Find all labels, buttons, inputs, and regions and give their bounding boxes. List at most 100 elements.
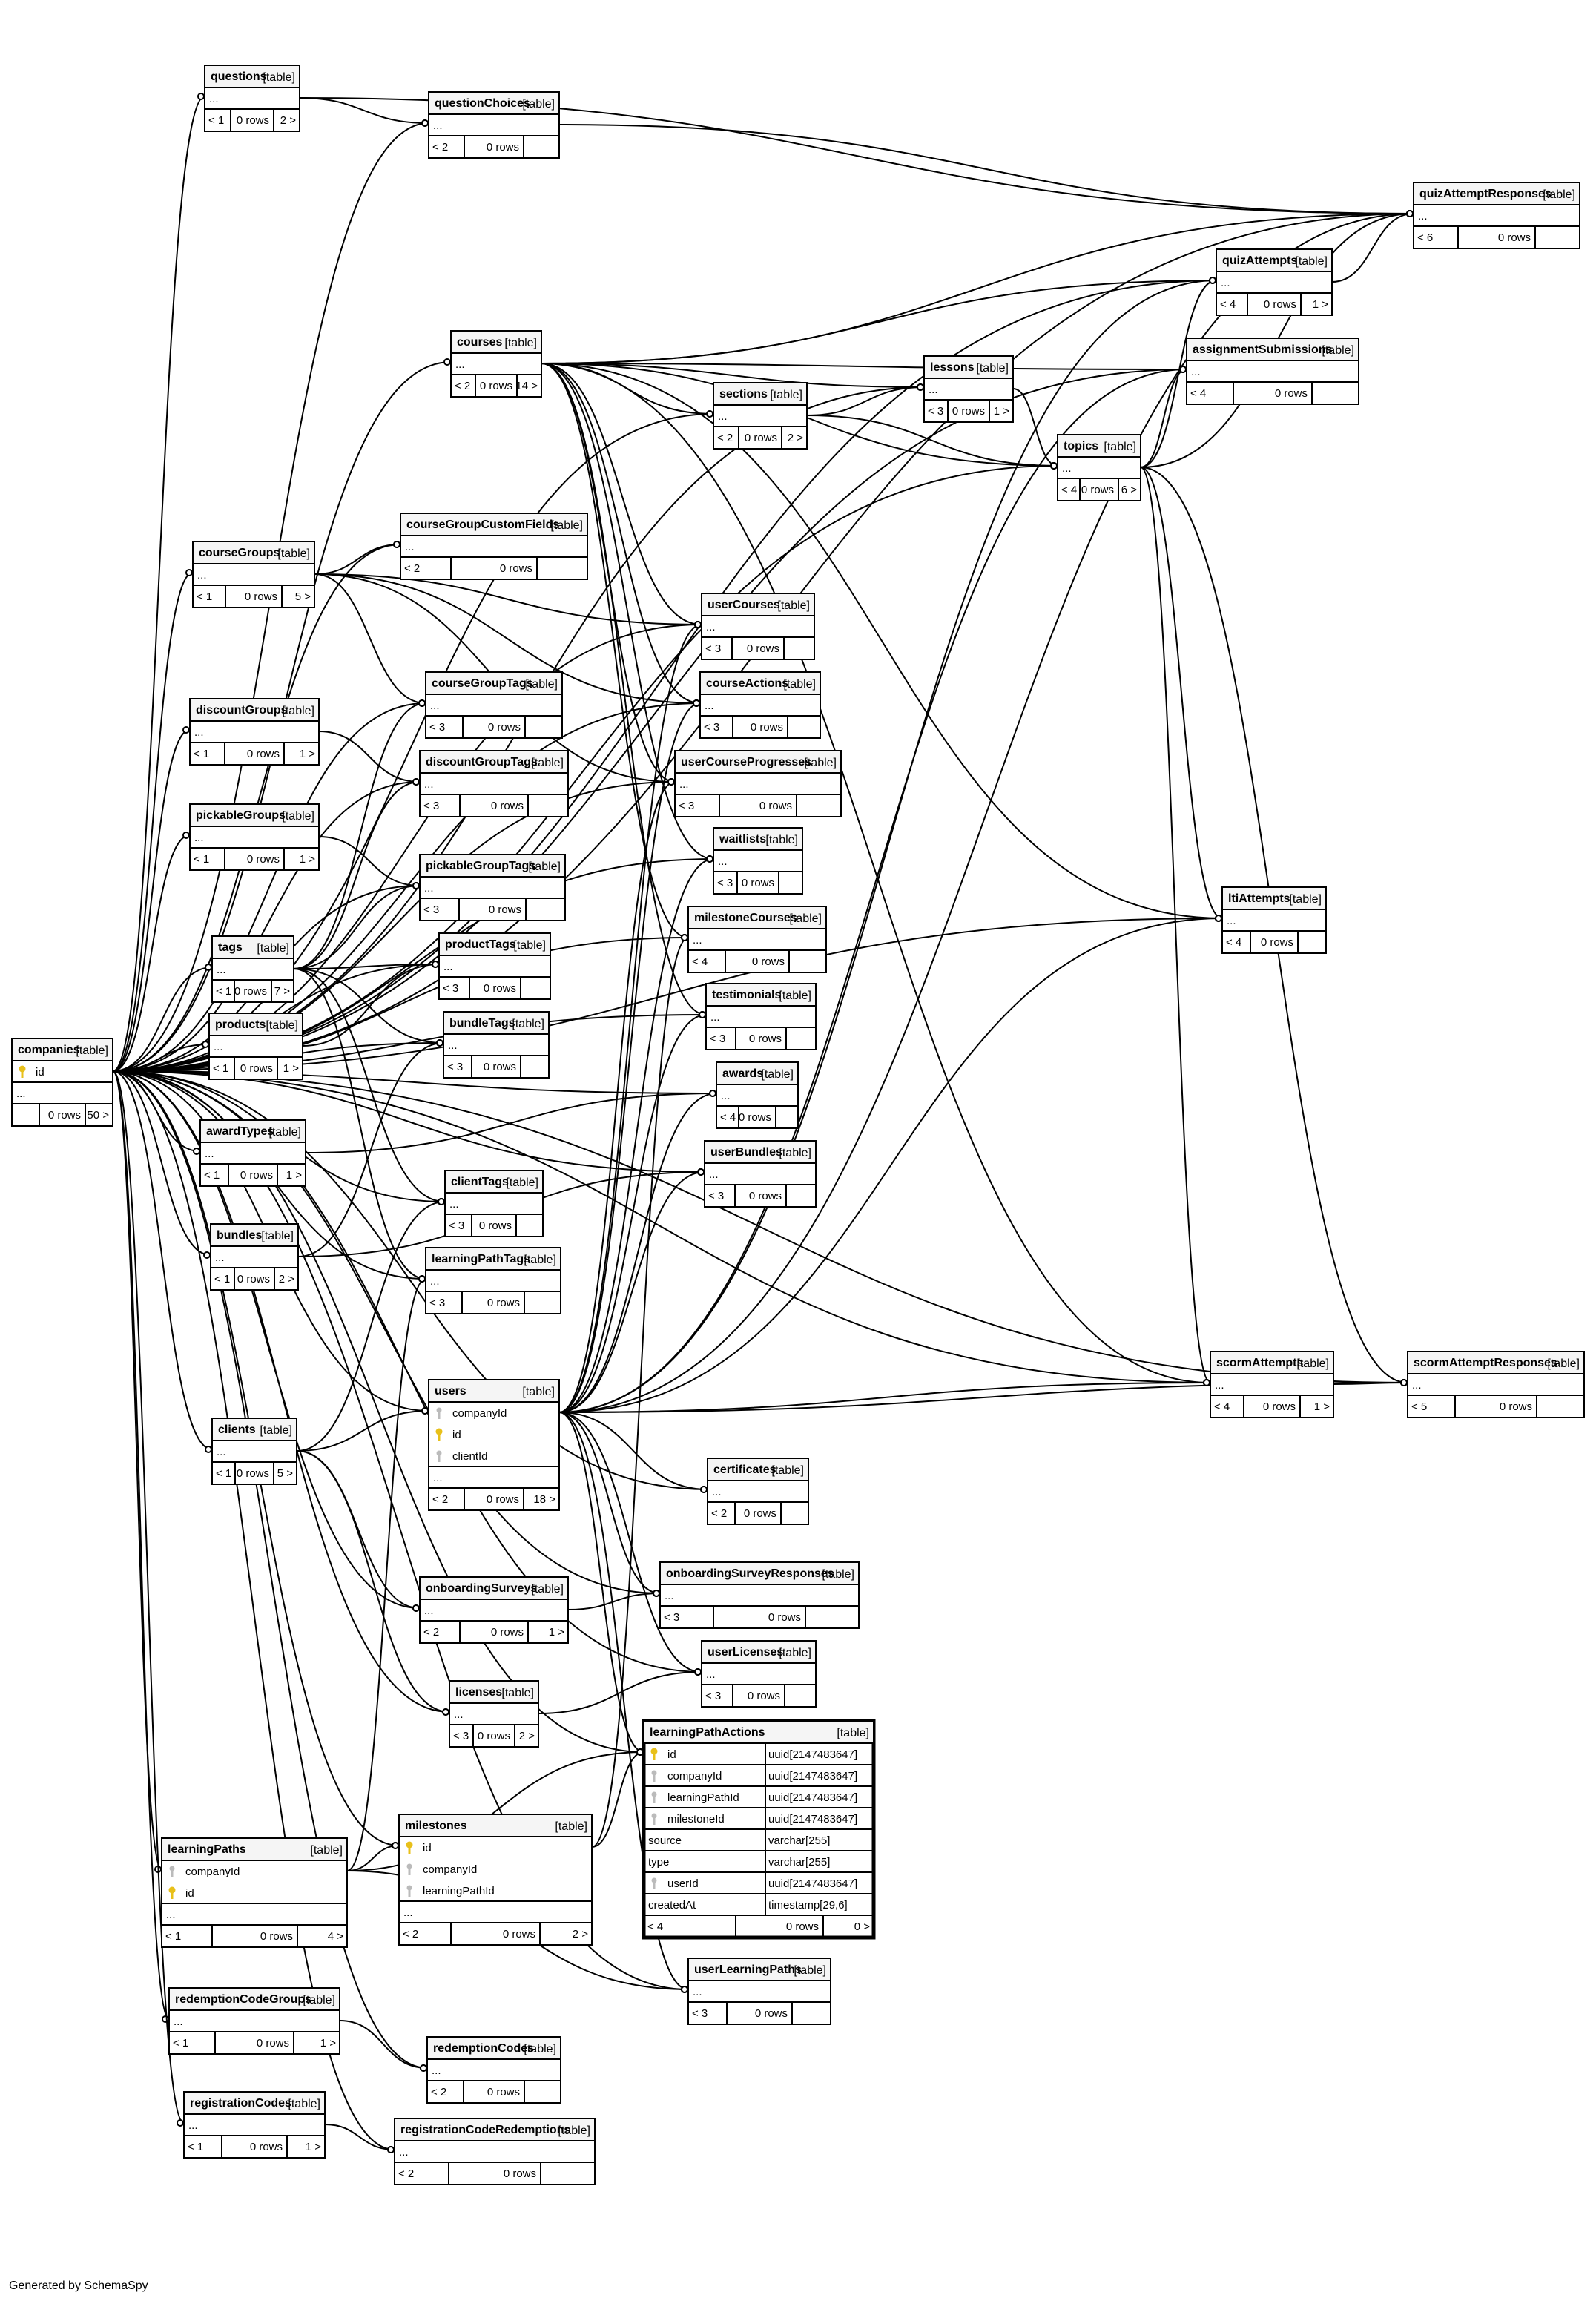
cardinality-marker bbox=[1400, 1379, 1408, 1386]
relationship-companies-certificates bbox=[112, 1070, 708, 1490]
row-count: 0 rows bbox=[245, 590, 277, 603]
column-more: ... bbox=[424, 1604, 434, 1617]
table-header-bg bbox=[701, 673, 820, 694]
parent-count: < 4 bbox=[647, 1920, 663, 1933]
row-count: 0 rows bbox=[752, 955, 785, 968]
row-count: 0 rows bbox=[237, 1273, 270, 1285]
table-name: scormAttempts bbox=[1216, 1357, 1303, 1369]
child-count: 50 > bbox=[87, 1109, 109, 1122]
cardinality-marker bbox=[432, 961, 439, 968]
relationship-companies-scormAttemptResponses bbox=[112, 1070, 1408, 1383]
relationship-companies-discountGroups bbox=[112, 729, 191, 1072]
table-name: licenses bbox=[455, 1686, 502, 1699]
primary-key-icon bbox=[406, 1841, 413, 1854]
table-kind-label: [table] bbox=[261, 1230, 294, 1242]
parent-count: < 6 bbox=[1417, 231, 1433, 244]
row-count: 0 rows bbox=[749, 1033, 782, 1045]
child-count: 5 > bbox=[277, 1467, 294, 1480]
table-kind-label: [table] bbox=[303, 1994, 335, 2006]
column-name: id bbox=[667, 1748, 676, 1761]
column-more: ... bbox=[194, 832, 204, 844]
table-kind-label: [table] bbox=[794, 1964, 826, 1977]
table-kind-label: [table] bbox=[263, 71, 295, 84]
table-kind-label: [table] bbox=[277, 547, 310, 560]
relationship-tags-discountGroupTags bbox=[293, 781, 421, 969]
table-header-bg bbox=[191, 805, 318, 826]
cardinality-marker bbox=[185, 569, 193, 576]
parent-count: < 1 bbox=[208, 114, 224, 127]
cardinality-marker bbox=[412, 778, 420, 786]
child-count: 14 > bbox=[515, 380, 538, 392]
relationship-users-awards bbox=[558, 1093, 717, 1413]
parent-count: < 3 bbox=[429, 721, 445, 734]
table-kind-label: [table] bbox=[524, 2043, 556, 2055]
column-type: uuid[2147483647] bbox=[768, 1813, 857, 1825]
table-name: milestoneCourses bbox=[694, 912, 797, 924]
row-count: 0 rows bbox=[247, 853, 280, 866]
column-more: ... bbox=[432, 2064, 441, 2077]
table-header-bg bbox=[426, 673, 561, 694]
child-count: 2 > bbox=[788, 432, 804, 444]
cardinality-marker bbox=[1050, 462, 1058, 470]
table-name: userLicenses bbox=[708, 1646, 783, 1659]
column-more: ... bbox=[706, 621, 716, 633]
table-name: clients bbox=[218, 1423, 256, 1436]
parent-count: < 1 bbox=[197, 590, 212, 603]
parent-count: < 3 bbox=[705, 1690, 721, 1702]
column-name: clientId bbox=[452, 1450, 488, 1463]
column-more: ... bbox=[433, 1472, 443, 1484]
cardinality-marker bbox=[681, 934, 688, 941]
child-count: 1 > bbox=[283, 1062, 300, 1075]
row-count: 0 rows bbox=[749, 1190, 782, 1202]
column-more: ... bbox=[405, 541, 415, 553]
row-count: 0 rows bbox=[237, 1467, 269, 1480]
cardinality-marker bbox=[917, 383, 924, 391]
child-count: 1 > bbox=[549, 1626, 565, 1639]
relationship-tags-learningPathTags bbox=[293, 968, 426, 1280]
table-kind-label: [table] bbox=[257, 942, 289, 955]
table-header-bg bbox=[170, 1989, 339, 2009]
parent-count: < 3 bbox=[717, 877, 733, 889]
table-name: clientTags bbox=[451, 1176, 509, 1188]
cardinality-marker bbox=[1209, 277, 1216, 284]
cardinality-marker bbox=[653, 1590, 660, 1597]
table-name: awards bbox=[722, 1067, 763, 1080]
column-name: companyId bbox=[667, 1770, 722, 1782]
table-header-bg bbox=[1211, 1352, 1333, 1373]
column-more: ... bbox=[705, 699, 714, 712]
relationship-companies-products bbox=[112, 1044, 210, 1072]
table-header-bg bbox=[925, 357, 1012, 378]
column-type: uuid[2147483647] bbox=[768, 1791, 857, 1804]
column-type: varchar[255] bbox=[768, 1856, 830, 1869]
table-header-bg bbox=[428, 2038, 560, 2058]
table-kind-label: [table] bbox=[837, 1727, 869, 1739]
column-more: ... bbox=[1412, 1379, 1422, 1392]
column-more: ... bbox=[448, 1039, 458, 1052]
column-type: varchar[255] bbox=[768, 1834, 830, 1847]
relationship-onboardingSurveys-onboardingSurveyResponses bbox=[567, 1593, 661, 1610]
row-count: 0 rows bbox=[234, 985, 267, 998]
relationship-users-userLearningPaths bbox=[558, 1412, 689, 1990]
relationship-companies-ltiAttempts bbox=[112, 918, 1223, 1072]
table-name: ltiAttempts bbox=[1228, 892, 1290, 905]
table-name: userCourseProgresses bbox=[681, 756, 811, 768]
table-header-bg bbox=[185, 2093, 324, 2113]
row-count: 0 rows bbox=[1264, 298, 1296, 311]
relationship-companies-courseGroups bbox=[112, 572, 194, 1072]
relationship-companies-licenses bbox=[112, 1070, 450, 1713]
row-count: 0 rows bbox=[500, 562, 532, 575]
primary-key-icon bbox=[19, 1065, 26, 1078]
cardinality-marker bbox=[697, 1168, 705, 1176]
parent-count: < 2 bbox=[455, 380, 470, 392]
column-type: uuid[2147483647] bbox=[768, 1770, 857, 1782]
